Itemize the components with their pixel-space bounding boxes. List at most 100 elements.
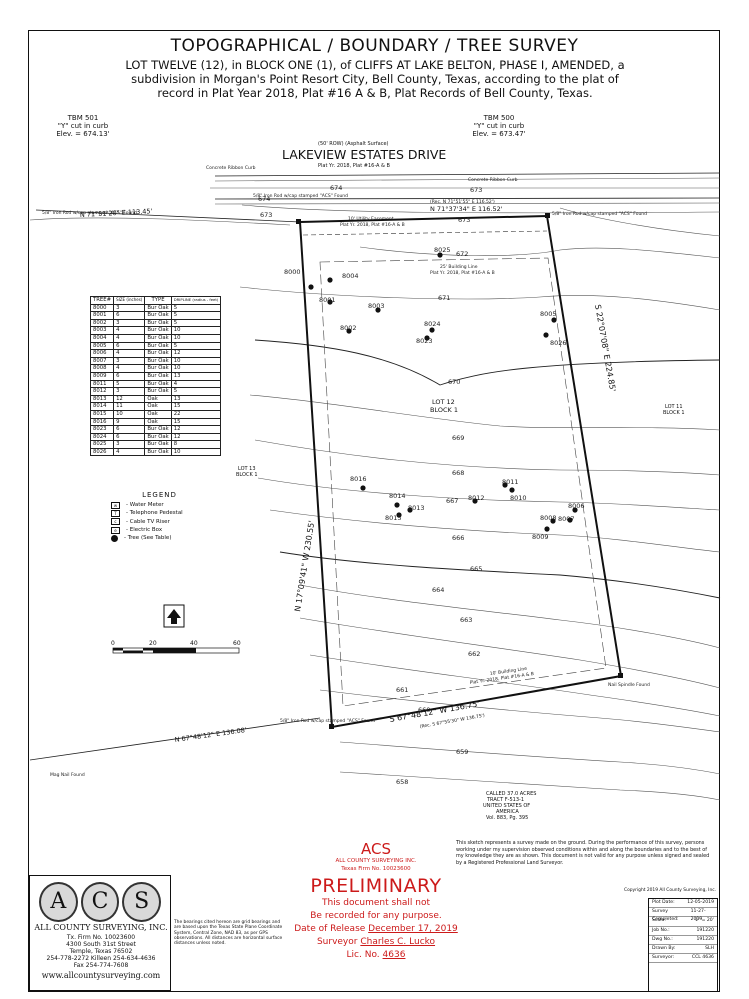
tree-table-cell: 15 (170, 402, 222, 411)
tree-table-cell: 5 (170, 311, 222, 320)
utility-easement-plat: Plat Yr. 2018, Plat #16-A & B (340, 222, 405, 228)
tree-table-cell: Oak (144, 409, 172, 419)
contour-line (279, 551, 721, 599)
iron-rod-marker (545, 213, 550, 218)
legend-item: - Tree (See Table) (111, 534, 208, 542)
tree-table-cell: 4 (170, 379, 222, 389)
legend-label: - Cable TV Riser (126, 518, 170, 525)
scale-tick: 0 (111, 640, 115, 647)
tree-table-header-cell: DRIPLINE (radius - feet) (170, 296, 222, 305)
surveyor-line: Surveyor Charles C. Lucko (276, 937, 476, 947)
release-label: Date of Release (294, 924, 366, 934)
tree-table-cell: 4 (113, 349, 146, 358)
company-street: 4300 South 31st Street (66, 941, 136, 948)
tree-table-cell: Bur Oak (144, 326, 172, 335)
tree-table-cell: 3 (113, 387, 146, 396)
tree-point-8010 (509, 487, 515, 493)
utility-easement-label: 10' Utility Easement (348, 216, 394, 222)
tree-table-cell: Bur Oak (144, 371, 172, 381)
tree-table: TREE# SIZE (inches) TYPE DRIPLINE (radiu… (89, 296, 222, 457)
tree-label: 8012 (468, 494, 485, 502)
lot-labels: LOT 12 BLOCK 1 LOT 13 BLOCK 1 LOT 11 BLO… (236, 398, 685, 821)
tree-point-8005 (551, 317, 557, 323)
legend-label: - Electric Box (126, 527, 163, 534)
boundary-call-labels: N 71°37'34" E 116.52' (Rec. N 71°51'55" … (80, 199, 618, 744)
tbm-left-desc: "Y" cut in curb (57, 122, 109, 130)
tree-table-cell: 8006 (89, 349, 115, 358)
tree-label: 8024 (424, 320, 441, 328)
company-website: www.allcountysurveying.com (41, 971, 161, 980)
tree-table-cell: 4 (113, 333, 146, 343)
drawing-border (28, 30, 720, 992)
tbm-right-desc: "Y" cut in curb (473, 122, 525, 130)
tree-point-8008 (550, 518, 556, 524)
contour-labels: 674 673 674 673 673 672 671 670 669 668 … (258, 184, 482, 786)
title-block-value: 191220 (696, 927, 714, 933)
license-line: Lic. No. 4636 (276, 950, 476, 960)
tree-label: 8005 (540, 310, 557, 318)
tree-table-cell: 8024 (89, 432, 115, 442)
title-block-row: Surveyor:CCL 4636 (649, 954, 717, 964)
tree-table-cell: 8001 (89, 311, 115, 320)
tree-label: 8003 (368, 302, 385, 310)
legend-item: w- Water Meter (111, 501, 208, 509)
road-edge-south (214, 197, 721, 200)
tree-point-8009 (544, 526, 550, 532)
contour-label: 658 (396, 778, 408, 786)
west-line-call: N 17°09'41" W 230.55' (293, 520, 316, 612)
tree-table-cell: 5 (170, 341, 222, 351)
tree-point-8012 (472, 498, 478, 504)
title-block-label: Plot Date: (652, 900, 675, 905)
tree-point-8023 (424, 335, 430, 341)
tree-table-cell: Bur Oak (144, 333, 172, 343)
tbm-right-elev: Elev. = 673.47' (472, 130, 526, 138)
building-line-label: 25' Building Line (440, 264, 478, 270)
tree-point-8011 (502, 482, 508, 488)
road-edge-north (214, 172, 721, 177)
acs-stamp-company: ALL COUNTY SURVEYING INC. (335, 858, 417, 864)
curb-right-label: Concrete Ribbon Curb (468, 177, 518, 183)
tree-point-8016 (360, 485, 366, 491)
logo-letter: S (122, 882, 162, 922)
tree-table-cell: Bur Oak (144, 303, 172, 313)
tree-label: 8004 (342, 272, 359, 280)
tree-table-cell: 8 (170, 440, 222, 449)
legend-label: - Water Meter (126, 502, 164, 509)
tree-table-cell: Bur Oak (144, 379, 172, 389)
title-block-value: 1" = 20' (695, 918, 714, 924)
scale-labels: 0 20 40 60 (111, 640, 241, 647)
tree-table-cell: Bur Oak (144, 356, 172, 366)
tree-table-cell: Oak (144, 417, 172, 427)
west-road-call: N 71°51'20" E 113.45' (80, 207, 153, 219)
tree-table-cell: 5 (170, 387, 222, 396)
legal-description-line-2: subdivision in Morgan's Point Resort Cit… (131, 72, 619, 86)
tbm-left-name: TBM 501 (67, 114, 99, 122)
graphic-scale-bar (112, 647, 240, 654)
ne-iron-rod-label: 5/8" Iron Rod w/cap stamped "ACS" Found (552, 211, 647, 217)
tree-table-cell: 13 (170, 371, 222, 381)
iron-rod-marker (296, 219, 301, 224)
iron-rod-marker (329, 724, 334, 729)
tree-table-cell: 6 (113, 425, 146, 434)
logo-letter: A (39, 882, 78, 922)
tree-point-8015 (396, 512, 402, 518)
adjacent-lot-left: LOT 13 (238, 466, 256, 472)
contour-line (299, 584, 721, 649)
tree-table-cell: 6 (113, 311, 146, 320)
tree-table-cell: 3 (113, 303, 146, 313)
contour-label: 663 (460, 616, 472, 624)
contour-line (257, 477, 721, 511)
tree-label: 8009 (532, 533, 549, 541)
title-block-row: Dwg No.:191220 (649, 936, 717, 945)
tree-label: 8025 (434, 246, 451, 254)
east-line-call: S 22°07'08" E 224.85' (593, 304, 617, 393)
electric-box-icon: e (111, 526, 120, 534)
